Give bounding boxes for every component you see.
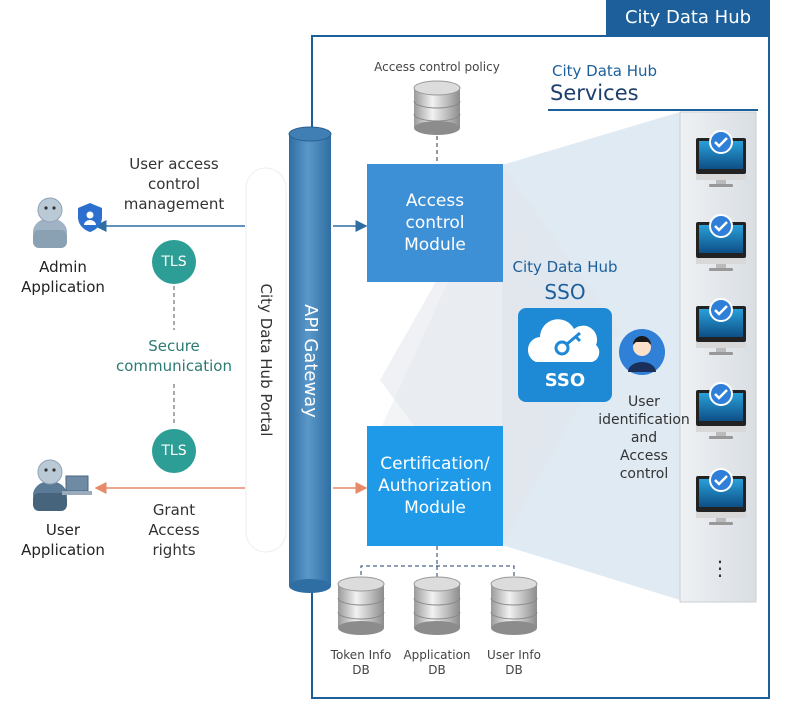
sso-icon-text: SSO bbox=[544, 370, 586, 391]
services-title: Services bbox=[550, 81, 639, 105]
sso-subtitle: City Data Hub bbox=[512, 258, 618, 276]
more-services-icon: ⋮ bbox=[710, 556, 730, 580]
secure-communication-label: Secure communication bbox=[104, 336, 244, 376]
admin-flow-line: User access bbox=[129, 155, 219, 173]
certification-module: Certification/ Authorization Module bbox=[367, 426, 503, 546]
user-identification-label: User identification and Access control bbox=[596, 393, 692, 483]
policy-db-icon bbox=[413, 80, 461, 135]
grant-flow-line: Access bbox=[148, 521, 200, 539]
token-db-icon bbox=[337, 576, 385, 635]
user-ident-line: Access bbox=[620, 448, 668, 464]
user-ident-line: and bbox=[630, 430, 658, 446]
admin-application-label: Admin Application bbox=[4, 257, 122, 297]
admin-shield-icon bbox=[78, 203, 102, 232]
sso-title: SSO bbox=[544, 280, 586, 304]
user-ident-line: control bbox=[619, 466, 669, 482]
token-db-label: Token Info DB bbox=[325, 648, 397, 678]
sso-user-avatar-icon bbox=[619, 329, 665, 375]
tls-badge-top: TLS bbox=[152, 240, 196, 284]
admin-label-line: Admin bbox=[39, 258, 87, 276]
portal-pill bbox=[245, 167, 287, 553]
cloud-icon bbox=[527, 319, 600, 362]
cert-module-line: Certification/ bbox=[380, 454, 490, 474]
monitor-check-icon bbox=[696, 214, 746, 271]
grant-flow-line: Grant bbox=[152, 501, 196, 519]
admin-flow-label: User access control management bbox=[104, 154, 244, 214]
user-ident-line: User bbox=[628, 394, 660, 410]
db-label-line: DB bbox=[428, 663, 446, 677]
secure-line: communication bbox=[115, 357, 232, 375]
db-label-line: Token Info bbox=[330, 648, 392, 662]
laptop-icon bbox=[62, 475, 92, 495]
user-info-db-label: User Info DB bbox=[478, 648, 550, 678]
db-label-line: Application bbox=[403, 648, 471, 662]
db-label-line: DB bbox=[352, 663, 370, 677]
user-label-line: Application bbox=[21, 541, 105, 559]
admin-flow-line: management bbox=[123, 195, 225, 213]
tls-badge-bottom: TLS bbox=[152, 429, 196, 473]
api-gateway-label: API Gateway bbox=[300, 304, 321, 418]
access-control-module: Access control Module bbox=[367, 164, 503, 282]
api-gateway-cylinder bbox=[288, 126, 332, 593]
admin-label-line: Application bbox=[21, 278, 105, 296]
application-db-icon bbox=[413, 576, 461, 635]
portal-label: City Data Hub Portal bbox=[257, 283, 275, 437]
admin-flow-line: control bbox=[148, 175, 200, 193]
monitor-check-icon bbox=[696, 298, 746, 355]
service-monitors bbox=[696, 130, 746, 525]
user-application-label: User Application bbox=[4, 520, 122, 560]
monitor-check-icon bbox=[696, 130, 746, 187]
user-info-db-icon bbox=[490, 576, 538, 635]
cert-module-line: Authorization bbox=[378, 476, 492, 496]
monitor-check-icon bbox=[696, 468, 746, 525]
user-label-line: User bbox=[45, 521, 81, 539]
application-db-label: Application DB bbox=[399, 648, 475, 678]
db-label-line: DB bbox=[505, 663, 523, 677]
user-ident-line: identification bbox=[598, 412, 690, 428]
grant-flow-line: rights bbox=[152, 541, 196, 559]
grant-flow-label: Grant Access rights bbox=[104, 500, 244, 560]
db-label-line: User Info bbox=[487, 648, 541, 662]
user-person-icon bbox=[33, 459, 67, 511]
monitor-check-icon bbox=[696, 382, 746, 439]
access-module-line: control bbox=[405, 213, 465, 233]
services-subtitle: City Data Hub bbox=[552, 62, 658, 80]
access-module-line: Module bbox=[404, 235, 466, 255]
hub-title-tab: City Data Hub bbox=[606, 0, 770, 36]
admin-person-icon bbox=[33, 197, 67, 248]
access-policy-label: Access control policy bbox=[374, 60, 500, 74]
secure-line: Secure bbox=[148, 337, 200, 355]
access-module-line: Access bbox=[405, 191, 465, 211]
cert-module-line: Module bbox=[404, 498, 466, 518]
